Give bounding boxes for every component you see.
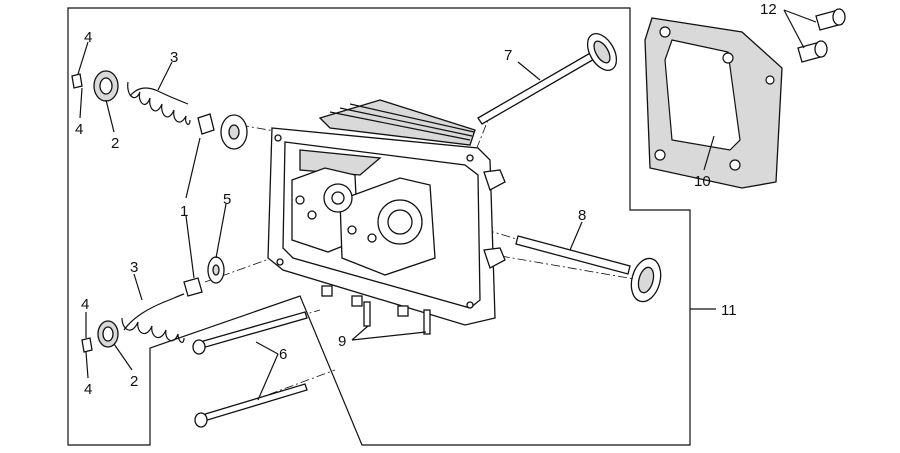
valve-spring-assembly-top (71, 70, 248, 150)
callout-7: 7 (504, 47, 512, 64)
callout-2-top: 2 (111, 135, 119, 152)
callout-4-b: 4 (75, 121, 83, 138)
valve-inlet (477, 33, 618, 125)
callout-4-a: 4 (84, 29, 92, 46)
callout-2-bottom: 2 (130, 373, 138, 390)
head-gasket (644, 17, 783, 189)
callout-4-d: 4 (84, 381, 92, 398)
callout-6: 6 (279, 346, 287, 363)
assembly-frame (67, 7, 691, 446)
leader-lines (77, 9, 817, 401)
callout-labels: 1 2 2 3 3 4 4 4 4 5 6 7 8 9 10 11 12 (75, 1, 777, 398)
studs (363, 301, 431, 335)
callout-3-bottom: 3 (130, 259, 138, 276)
cylinder-head (267, 99, 506, 326)
callout-12: 12 (760, 1, 777, 18)
callout-9: 9 (338, 333, 346, 350)
head-bolts (192, 311, 308, 428)
callout-4-c: 4 (81, 296, 89, 313)
callout-8: 8 (578, 207, 586, 224)
dowel-pins (797, 8, 846, 63)
callout-10: 10 (694, 173, 711, 190)
callout-11: 11 (721, 302, 737, 319)
callout-5: 5 (223, 191, 231, 208)
callout-1: 1 (180, 203, 188, 220)
callout-3-top: 3 (170, 49, 178, 66)
valve-spring-assembly-bottom (81, 256, 225, 353)
valve-exhaust (515, 235, 662, 303)
